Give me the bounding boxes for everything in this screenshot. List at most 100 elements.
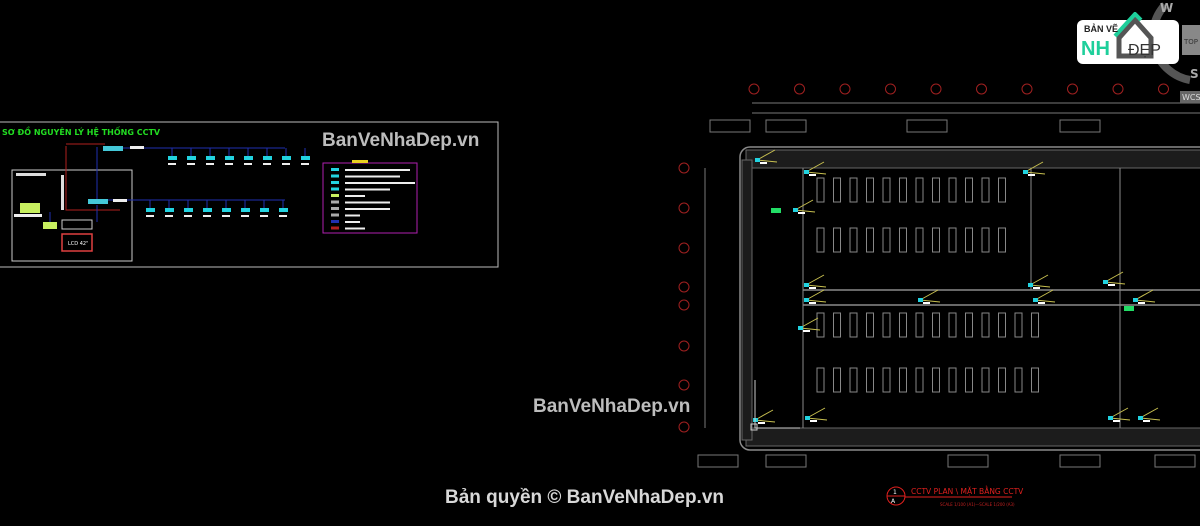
schematic-frame	[0, 121, 499, 268]
south-hatch	[745, 427, 1200, 447]
camera-tag	[809, 287, 816, 289]
grid-bubble	[1158, 83, 1169, 95]
wcs-button[interactable]	[1180, 91, 1200, 103]
camera-icon	[1133, 298, 1138, 302]
grid-bubble	[678, 202, 690, 214]
grid-bubble	[748, 83, 760, 95]
rack-line	[61, 175, 64, 210]
control-room-box	[11, 169, 133, 262]
room-tag	[765, 454, 807, 468]
machine-block	[965, 177, 973, 203]
grid-bubble	[976, 83, 987, 95]
switch-2-label	[113, 199, 127, 202]
grid-bubble	[930, 83, 942, 95]
schematic-title: SƠ ĐỒ NGUYÊN LÝ HỆ THỐNG CCTV	[2, 125, 161, 137]
legend-symbol	[331, 200, 339, 204]
ups-unit	[20, 203, 40, 213]
camera-label	[225, 163, 233, 165]
grid-bubble	[839, 83, 851, 95]
legend-symbol	[331, 213, 339, 217]
legend-symbol	[331, 187, 339, 191]
logo-text-top: BẢN VẼ	[1084, 24, 1119, 34]
camera-label	[301, 163, 309, 165]
legend-text-line	[345, 169, 410, 171]
legend-text-line	[345, 201, 390, 204]
machine-block	[981, 367, 990, 393]
camera-tag	[1138, 302, 1145, 304]
machine-block	[849, 177, 858, 203]
camera-icon	[282, 156, 291, 160]
camera-icon	[165, 208, 174, 212]
watermark: BanVeNhaDep.vn	[322, 130, 480, 151]
room-tag	[709, 119, 751, 133]
machine-block	[981, 177, 990, 203]
machine-block	[965, 227, 973, 253]
camera-label	[203, 215, 211, 217]
machine-block	[915, 312, 924, 338]
viewcube-top-face[interactable]	[1182, 25, 1200, 55]
machine-block	[965, 367, 973, 393]
camera-icon	[244, 156, 253, 160]
camera-icon	[1103, 280, 1108, 284]
machine-block	[833, 312, 841, 338]
camera-label	[165, 215, 173, 217]
machine-block	[816, 227, 825, 253]
machine-block	[932, 177, 940, 203]
cctv-floor-plan: 1 A CCTV PLAN \ MẶT BẰNG CCTV SCALE 1/10…	[678, 83, 1200, 507]
camera-label	[184, 215, 192, 217]
legend-symbol	[331, 174, 339, 178]
machine-block	[866, 312, 874, 338]
camera-label	[146, 215, 154, 217]
legend-text-line	[345, 227, 365, 230]
camera-icon	[263, 156, 272, 160]
machine-block	[833, 227, 841, 253]
machine-block	[866, 227, 874, 253]
grid-bubble	[678, 162, 690, 174]
room-tag	[765, 119, 807, 133]
room-tag	[1059, 454, 1101, 468]
machine-block	[998, 227, 1006, 253]
lcd-monitor	[61, 233, 93, 252]
machine-block	[1014, 312, 1023, 338]
camera-icon	[918, 298, 923, 302]
camera-tag	[809, 174, 816, 176]
camera-icon	[146, 208, 155, 212]
camera-label	[279, 215, 287, 217]
camera-tag	[803, 330, 810, 332]
camera-icon	[1108, 416, 1113, 420]
wcs-label: WCS	[1182, 93, 1200, 102]
machine-block	[981, 312, 990, 338]
camera-icon	[1138, 416, 1143, 420]
machine-block	[882, 367, 891, 393]
grid-bubble	[1021, 83, 1033, 95]
machine-block	[981, 227, 990, 253]
camera-tag	[1143, 420, 1150, 422]
room-tag	[697, 454, 739, 468]
machine-block	[948, 227, 957, 253]
legend-symbol	[331, 220, 339, 223]
grid-bubble	[678, 299, 690, 311]
machine-block	[866, 177, 874, 203]
machine-block	[932, 367, 940, 393]
camera-tag	[1108, 284, 1115, 286]
ucs-icon	[754, 380, 800, 429]
network-cable	[49, 147, 285, 225]
grid-bubble	[678, 340, 690, 352]
nvr-power	[43, 222, 57, 229]
machine-block	[932, 312, 940, 338]
camera-icon	[222, 208, 231, 212]
camera-tag	[758, 422, 765, 424]
camera-icon	[241, 208, 250, 212]
building-outline	[739, 146, 1200, 451]
machine-block	[948, 177, 957, 203]
camera-label	[244, 163, 252, 165]
ups-label	[14, 214, 42, 217]
camera-icon	[805, 416, 810, 420]
machine-block	[833, 177, 841, 203]
machine-block	[849, 312, 858, 338]
grid-bubble	[678, 379, 690, 391]
legend-text-line	[345, 188, 390, 191]
viewcube-south-label: S	[1190, 67, 1199, 81]
camera-icon	[793, 208, 798, 212]
